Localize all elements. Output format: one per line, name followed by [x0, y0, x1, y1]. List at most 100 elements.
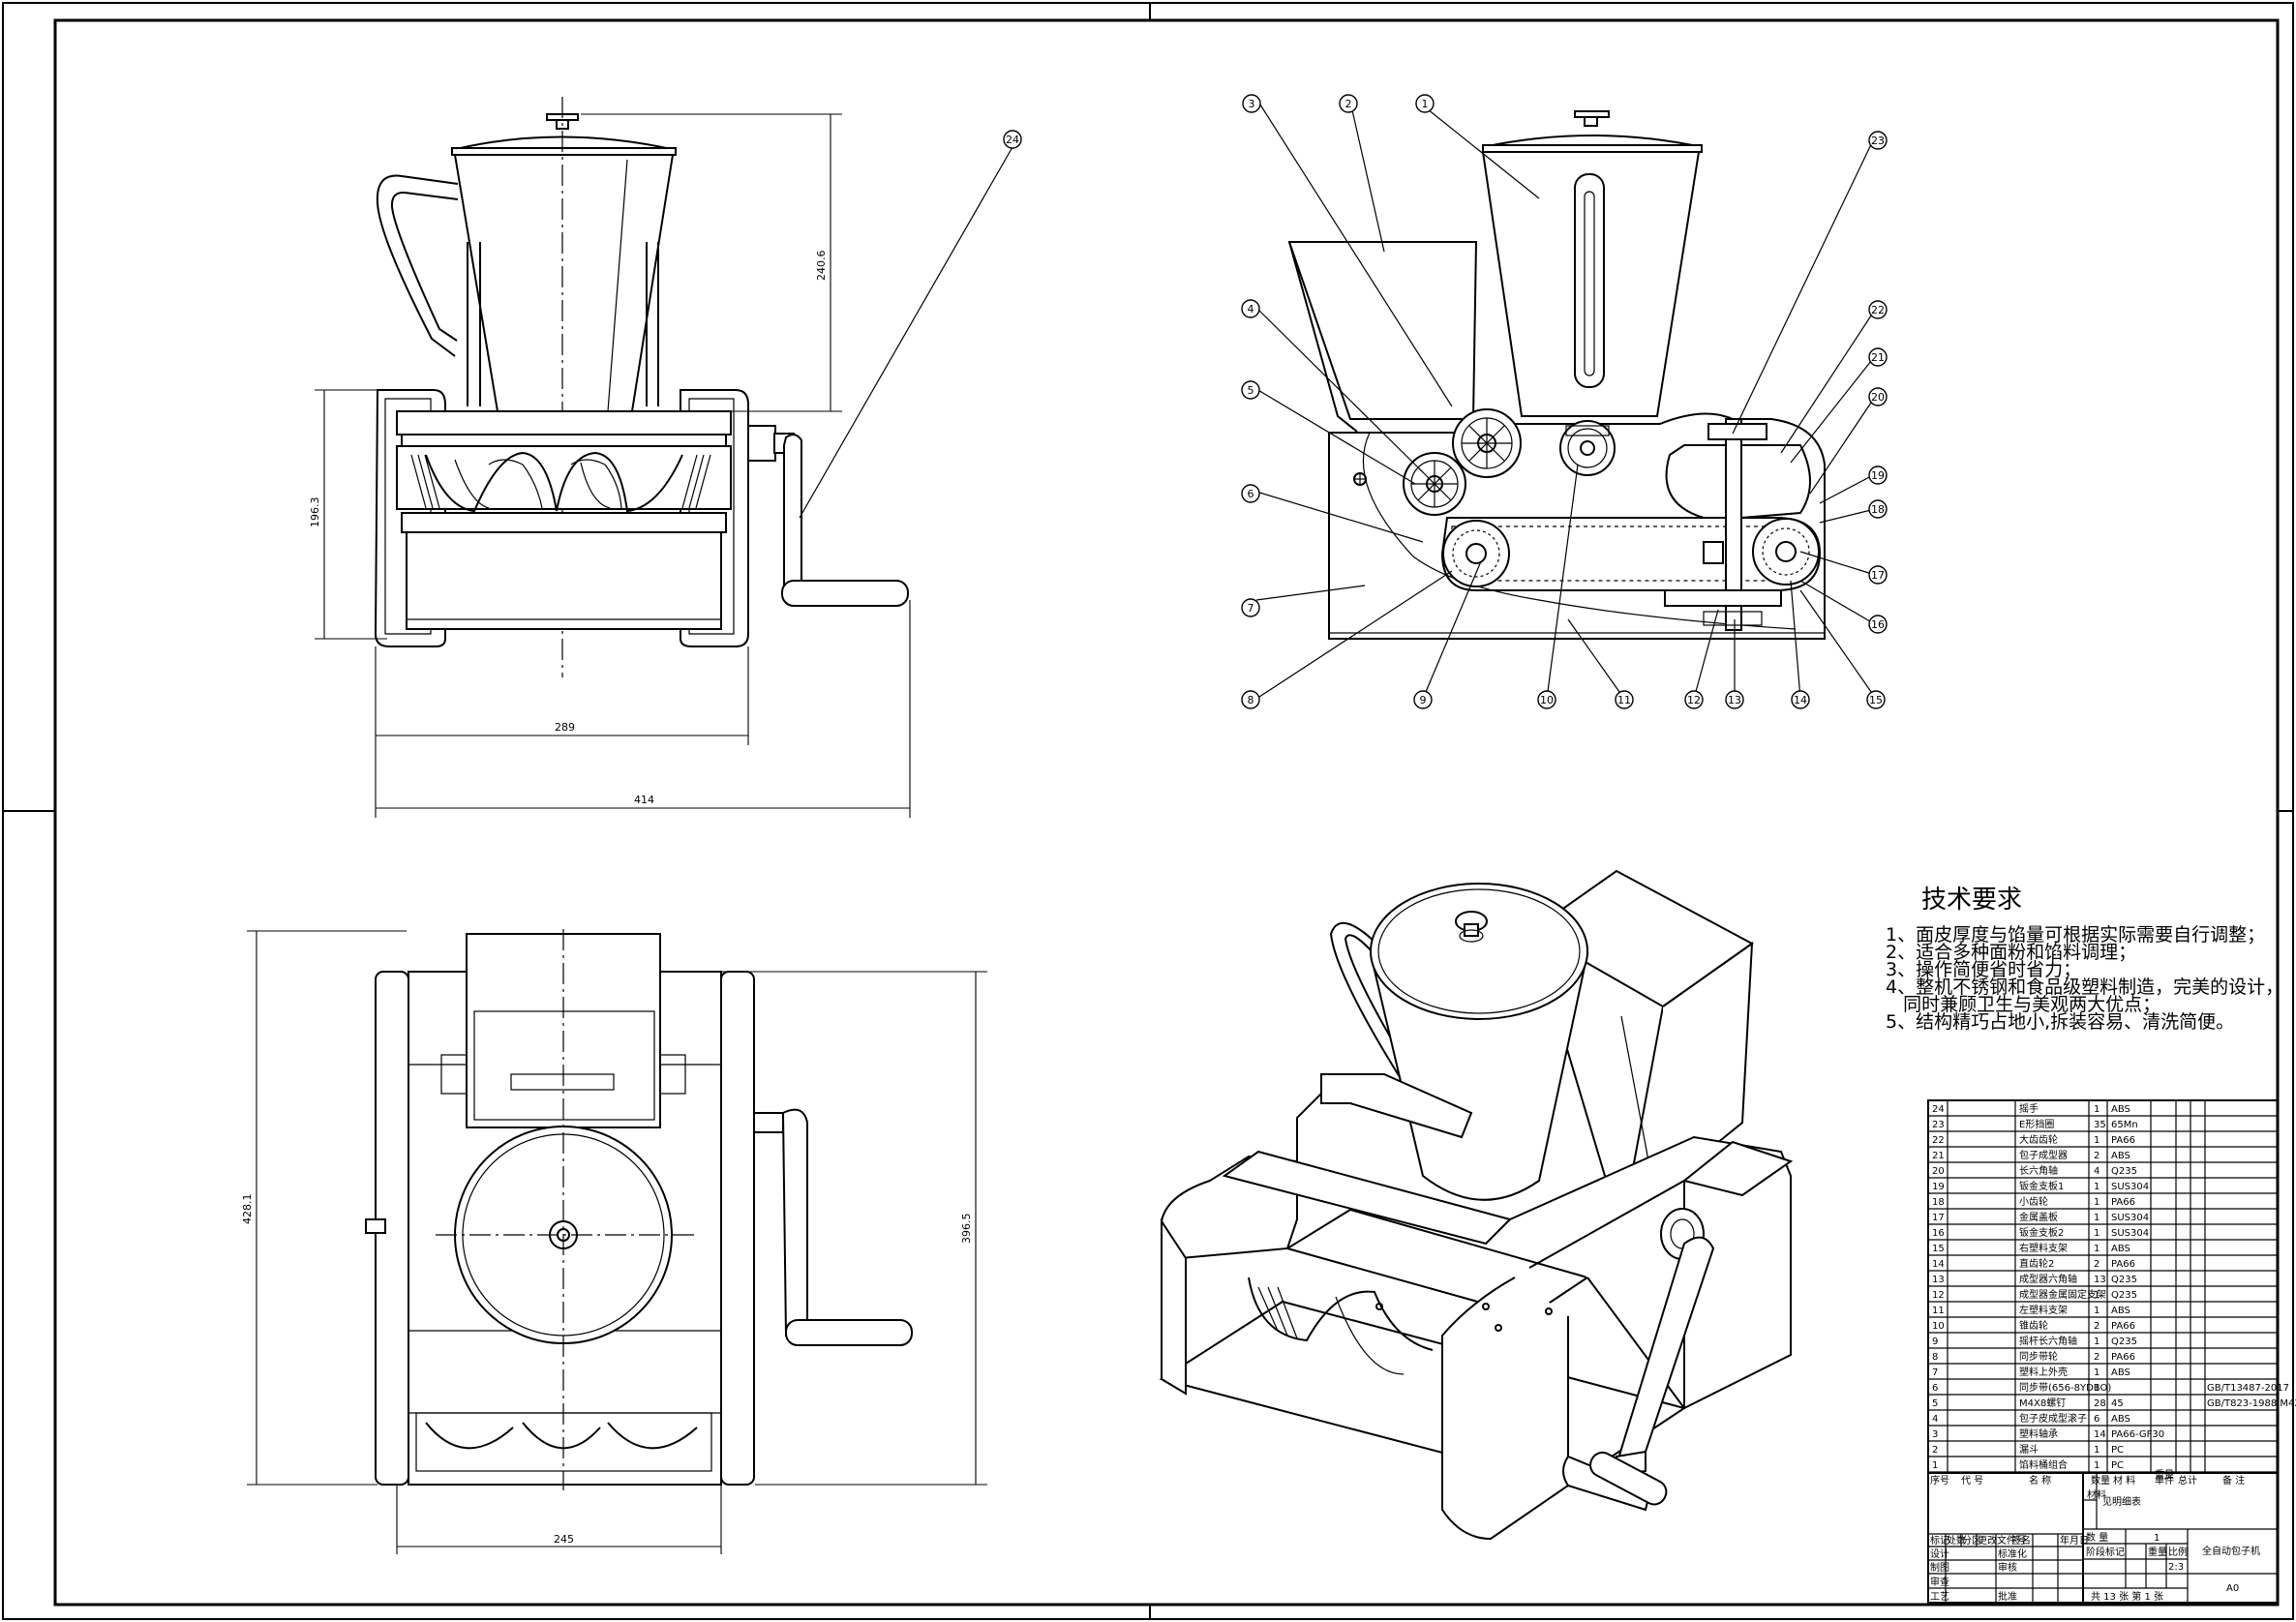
bom-cell: ABS	[2111, 1367, 2130, 1378]
bom-header-cell: 名 称	[2029, 1474, 2051, 1487]
svg-text:23: 23	[1871, 135, 1885, 147]
bom-cell: 1	[2094, 1367, 2100, 1378]
bom-cell: 65Mn	[2111, 1120, 2138, 1130]
bom-cell: SUS304	[2111, 1182, 2149, 1192]
svg-text:1: 1	[1422, 98, 1429, 110]
balloon: 15	[1866, 690, 1886, 709]
balloon: 24	[1003, 130, 1022, 149]
svg-text:3: 3	[1249, 98, 1255, 110]
svg-text:16: 16	[1871, 618, 1885, 631]
isometric-view	[1159, 869, 1794, 1541]
svg-text:10: 10	[1540, 694, 1554, 706]
bom-cell: Q235	[2111, 1275, 2137, 1285]
bom-cell: 11	[1932, 1306, 1945, 1316]
dim-front-height-lower: 196.3	[309, 497, 321, 528]
dim-front-width-body: 289	[555, 721, 575, 734]
bom-cell: 20	[1932, 1166, 1945, 1177]
bom-cell: 4	[2094, 1166, 2100, 1177]
svg-text:7: 7	[1248, 602, 1254, 615]
bom-cell: 8	[1932, 1352, 1938, 1363]
title-mark-3: 分区	[1962, 1535, 1981, 1547]
bom-cell: 19	[1932, 1182, 1945, 1192]
balloon: 8	[1241, 690, 1260, 709]
bom-cell: 2	[2094, 1352, 2100, 1363]
balloon: 17	[1868, 565, 1888, 585]
title-role-standard: 标准化	[1998, 1547, 2027, 1560]
svg-text:13: 13	[1728, 694, 1741, 706]
bom-cell: 21	[1932, 1151, 1945, 1161]
bom-header-weight: 重量	[2155, 1468, 2174, 1481]
balloon: 19	[1868, 466, 1888, 485]
balloon: 12	[1684, 690, 1704, 709]
bom-cell: GB/T13487-2017	[2207, 1383, 2289, 1394]
top-view: 428.1 396.5 245	[241, 929, 987, 1554]
svg-text:11: 11	[1617, 694, 1631, 706]
title-mark-1: 标记	[1930, 1535, 1949, 1547]
bom-cell: 塑料轴承	[2019, 1427, 2058, 1440]
bom-cell: 14	[1932, 1259, 1945, 1270]
balloon: 10	[1537, 690, 1556, 709]
bom-cell: PA66	[2111, 1259, 2135, 1270]
svg-text:12: 12	[1687, 694, 1701, 706]
balloon: 9	[1413, 690, 1433, 709]
svg-text:20: 20	[1871, 391, 1885, 404]
title-sheet-size: A0	[2226, 1583, 2239, 1594]
bom-cell: ABS	[2111, 1151, 2130, 1161]
dim-top-depth: 428.1	[241, 1194, 254, 1225]
bom-cell: SUS304	[2111, 1213, 2149, 1223]
svg-text:5: 5	[1248, 384, 1254, 397]
bom-header-cell: 材 料	[2113, 1474, 2135, 1487]
balloon: 22	[1868, 300, 1888, 319]
bom-cell: 同步带轮	[2019, 1350, 2058, 1363]
svg-text:9: 9	[1420, 694, 1427, 706]
bom-header-cell: 单件	[2155, 1475, 2174, 1487]
bom-cell: 45	[2111, 1398, 2124, 1409]
svg-text:21: 21	[1871, 351, 1885, 364]
bom-cell: 18	[1932, 1197, 1945, 1208]
bom-cell: 6	[1932, 1383, 1938, 1394]
bom-cell: 馅料桶组合	[2019, 1458, 2068, 1471]
balloon: 23	[1868, 131, 1888, 150]
title-role-approve: 批准	[1998, 1590, 2017, 1603]
bom-cell: Q235	[2111, 1290, 2137, 1301]
balloon: 2	[1339, 94, 1358, 113]
bom-cell: PC	[2111, 1445, 2124, 1456]
bom-cell: 16	[1932, 1228, 1945, 1239]
title-explain: 见明细表	[2102, 1495, 2141, 1508]
balloon: 6	[1241, 484, 1260, 503]
bom-cell: 2	[2094, 1259, 2100, 1270]
bom-cell: 1	[2094, 1228, 2100, 1239]
bom-cell: 15	[1932, 1244, 1945, 1254]
bom-cell: 金属盖板	[2019, 1211, 2058, 1223]
bom-cell: 6	[2094, 1414, 2100, 1425]
bom-cell: 1	[2094, 1197, 2100, 1208]
bom-cell: 12	[1932, 1290, 1945, 1301]
bom-cell: 塑料上外壳	[2019, 1366, 2068, 1378]
bom-cell: 5	[1932, 1398, 1938, 1409]
tech-line-1: 1、面皮厚度与馅量可根据实际需要自行调整；	[1886, 924, 2265, 946]
bom-cell: 13	[2094, 1275, 2106, 1285]
bom-cell: 9	[1932, 1337, 1938, 1347]
bom-cell: 摇手	[2019, 1102, 2039, 1115]
bom-cell: ABS	[2111, 1306, 2130, 1316]
bom-cell: 3	[1932, 1429, 1938, 1440]
bom-cell: PA66	[2111, 1135, 2135, 1146]
balloon: 4	[1241, 299, 1260, 318]
bom-cell: ABS	[2111, 1104, 2130, 1115]
balloon: 7	[1241, 598, 1260, 617]
bom-cell: 长六角轴	[2019, 1164, 2058, 1177]
balloon: 16	[1868, 615, 1888, 634]
balloon: 14	[1791, 690, 1810, 709]
bom-cell: 2	[1932, 1445, 1938, 1456]
bom-cell: 1	[2094, 1182, 2100, 1192]
bom-cell: 1	[2094, 1337, 2100, 1347]
bom-cell: 1	[2094, 1290, 2100, 1301]
bom-cell: 1	[2094, 1135, 2100, 1146]
bom-cell: ABS	[2111, 1414, 2130, 1425]
bom-cell: 2	[2094, 1321, 2100, 1332]
bom-cell: PA66	[2111, 1321, 2135, 1332]
bom-cell: 28	[2094, 1398, 2106, 1409]
front-view: 240.6 196.3 289 414	[309, 97, 1013, 818]
tech-title: 技术要求	[1921, 886, 2022, 915]
